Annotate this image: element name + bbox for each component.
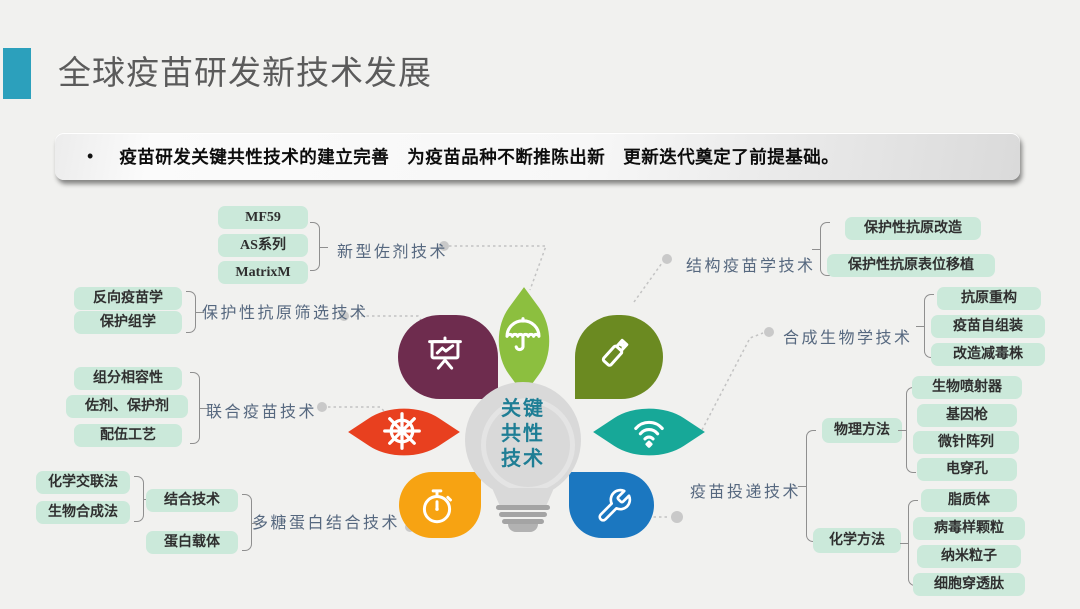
tech-item-box: 纳米粒子 [917, 545, 1021, 568]
bracket [812, 222, 830, 276]
tech-item-box: 组分相容性 [74, 367, 182, 390]
page-title: 全球疫苗研发新技术发展 [58, 54, 432, 91]
tech-item-box: 基因枪 [917, 404, 1017, 427]
petal-conjugate [399, 472, 481, 538]
bracket [898, 387, 916, 473]
wrench-icon [590, 482, 638, 530]
lightbulb-base [496, 505, 550, 510]
tech-item-box: 微针阵列 [913, 431, 1019, 454]
wifi-icon [625, 407, 673, 455]
branch-label-screening: 保护性抗原筛选技术 [202, 305, 369, 322]
tech-item-box: 保护性抗原表位移植 [827, 254, 995, 277]
branch-label-combined: 联合疫苗技术 [206, 404, 318, 421]
tech-item-box: 细胞穿透肽 [913, 573, 1025, 596]
bracket [242, 494, 260, 551]
branch-label-structural: 结构疫苗学技术 [686, 258, 816, 275]
bullet-banner: • 疫苗研发关键共性技术的建立完善 为疫苗品种不断推陈出新 更新迭代奠定了前提基… [55, 133, 1020, 180]
tech-item-box: 疫苗自组装 [931, 315, 1045, 338]
tech-item-box: MatrixM [218, 261, 308, 284]
title-accent-bar [3, 48, 31, 99]
umbrella-icon [499, 313, 547, 361]
tech-item-box: 改造减毒株 [931, 343, 1045, 366]
tech-item-box: 生物喷射器 [912, 376, 1022, 399]
tech-item-box: 配伍工艺 [74, 424, 182, 447]
tech-item-box: 保护组学 [74, 311, 182, 334]
center-title-line: 共性 [501, 423, 545, 445]
method-box-physical: 物理方法 [822, 418, 902, 443]
bracket [186, 291, 204, 333]
bracket [310, 222, 328, 271]
lightbulb-base [499, 512, 547, 517]
method-box-chemical: 化学方法 [813, 528, 901, 553]
tech-item-box: 电穿孔 [917, 458, 1017, 481]
bracket [916, 294, 934, 358]
tech-item-box: 保护性抗原改造 [845, 217, 981, 240]
tech-item-box: 蛋白载体 [146, 531, 238, 554]
tech-item-box: 脂质体 [921, 489, 1017, 512]
bullet-text: 疫苗研发关键共性技术的建立完善 为疫苗品种不断推陈出新 更新迭代奠定了前提基础。 [119, 147, 840, 167]
bullet-marker: • [87, 146, 94, 166]
center-title-line: 技术 [501, 448, 545, 470]
tech-item-box: 反向疫苗学 [74, 287, 182, 310]
usb-drive-icon [591, 329, 639, 377]
bracket [190, 372, 208, 444]
stopwatch-icon [413, 483, 461, 531]
tech-item-box: AS系列 [218, 234, 308, 257]
branch-label-delivery: 疫苗投递技术 [690, 484, 802, 501]
tech-item-box: 生物合成法 [36, 501, 130, 524]
lightbulb-base-tip [508, 524, 538, 532]
lightbulb-base [502, 519, 544, 524]
bracket [798, 430, 816, 542]
branch-label-synthetic: 合成生物学技术 [783, 330, 913, 347]
branch-label-adjuvant: 新型佐剂技术 [337, 244, 449, 261]
center-title-line: 关键 [501, 398, 545, 420]
tech-item-box: 病毒样颗粒 [913, 517, 1025, 540]
center-title: 关键 共性 技术 [465, 397, 581, 472]
branch-label-conjugate: 多糖蛋白结合技术 [252, 515, 401, 532]
tech-item-box: MF59 [218, 206, 308, 229]
bracket [134, 476, 152, 522]
tech-item-box: 化学交联法 [36, 471, 130, 494]
tech-item-box: 结合技术 [146, 489, 238, 512]
tech-item-box: 抗原重构 [937, 287, 1041, 310]
tech-item-box: 佐剂、保护剂 [66, 395, 188, 418]
ship-wheel-icon [378, 407, 426, 455]
lightbulb-neck [492, 488, 554, 505]
presentation-chart-icon [421, 329, 469, 377]
